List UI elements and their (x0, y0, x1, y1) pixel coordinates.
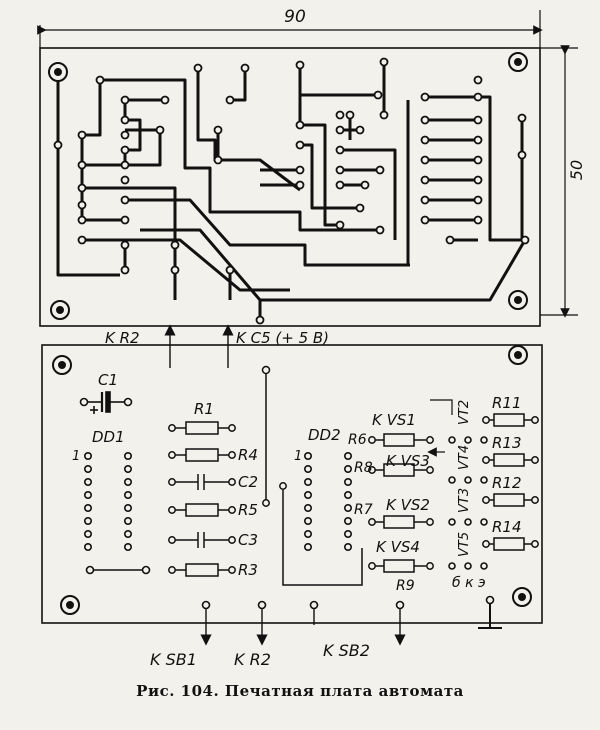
label-r7: R7 (354, 502, 373, 518)
pcb-diagram: 90 50 (37, 7, 586, 669)
label-r5: R5 (238, 501, 258, 519)
label-r3: R3 (238, 561, 258, 579)
label-k-vs4: K VS4 (376, 538, 420, 556)
label-r9: R9 (396, 578, 415, 594)
dimension-height-label: 50 (567, 160, 586, 180)
resistor-r3 (168, 563, 236, 577)
label-vt5: VT5 (457, 532, 472, 557)
figure-caption: Рис. 104. Печатная плата автомата (136, 682, 464, 700)
wire-link (261, 365, 363, 586)
label-dd1: DD1 (92, 428, 125, 446)
capacitor-c3 (168, 532, 236, 548)
label-dd1-pin1: 1 (72, 449, 80, 464)
label-k-r2-top: K R2 (105, 329, 140, 347)
label-c3: C3 (238, 531, 258, 549)
resistor-r7 (368, 515, 434, 529)
label-r13: R13 (492, 434, 522, 452)
label-vt2: VT2 (457, 400, 472, 425)
label-r11: R11 (492, 394, 522, 412)
label-vt4: VT4 (457, 445, 472, 470)
label-k-vs1: K VS1 (372, 411, 416, 429)
chip-dd2-pads (303, 451, 352, 551)
label-dd2-pin1: 1 (294, 449, 302, 464)
transistor-pads (448, 436, 488, 570)
label-k-vs2: K VS2 (386, 496, 430, 514)
label-k-vs3: K VS3 (386, 452, 430, 470)
resistor-r12 (482, 493, 539, 507)
ground-symbol (478, 604, 502, 629)
label-c2: C2 (238, 473, 258, 491)
capacitor-c1-symbol (79, 391, 133, 414)
dimension-width-label: 90 (284, 7, 306, 27)
resistor-r13 (482, 453, 539, 467)
resistor-r6 (368, 433, 434, 447)
bottom-board: C1 DD1 1 R1 R4 (41, 344, 543, 624)
label-k-sb1: K SB1 (150, 650, 197, 669)
arrow-vs1 (430, 399, 453, 415)
label-r4: R4 (238, 446, 258, 464)
resistor-r14 (482, 537, 539, 551)
resistor-r1 (168, 421, 236, 435)
label-k-r2-bottom: K R2 (234, 650, 271, 669)
mounting-hole (52, 345, 532, 615)
solder-pads (53, 57, 530, 325)
label-k-sb2: K SB2 (323, 641, 370, 660)
capacitor-c2 (168, 474, 236, 490)
label-r8: R8 (354, 460, 373, 476)
jumper (85, 565, 151, 575)
label-c1: C1 (98, 371, 118, 389)
mounting-hole (48, 52, 528, 320)
top-board (39, 47, 541, 327)
label-r12: R12 (492, 474, 522, 492)
label-pins-bke: б к э (452, 575, 486, 591)
dimension-width (37, 10, 543, 48)
dimension-height (540, 45, 578, 318)
label-r14: R14 (492, 518, 522, 536)
copper-traces (56, 62, 527, 320)
label-k-c5: K C5 (+ 5 B) (236, 329, 329, 347)
label-dd2: DD2 (308, 426, 341, 444)
chip-dd1-pads (84, 451, 133, 551)
label-vt3: VT3 (457, 488, 472, 513)
output-pads (201, 595, 495, 610)
resistor-r4 (168, 448, 236, 462)
output-arrows (200, 609, 406, 646)
label-r6: R6 (348, 432, 367, 448)
label-r1: R1 (194, 400, 214, 418)
resistor-r8 (368, 463, 434, 477)
resistor-r9 (368, 559, 434, 573)
resistor-r5 (168, 503, 236, 517)
resistor-r11 (482, 413, 539, 427)
